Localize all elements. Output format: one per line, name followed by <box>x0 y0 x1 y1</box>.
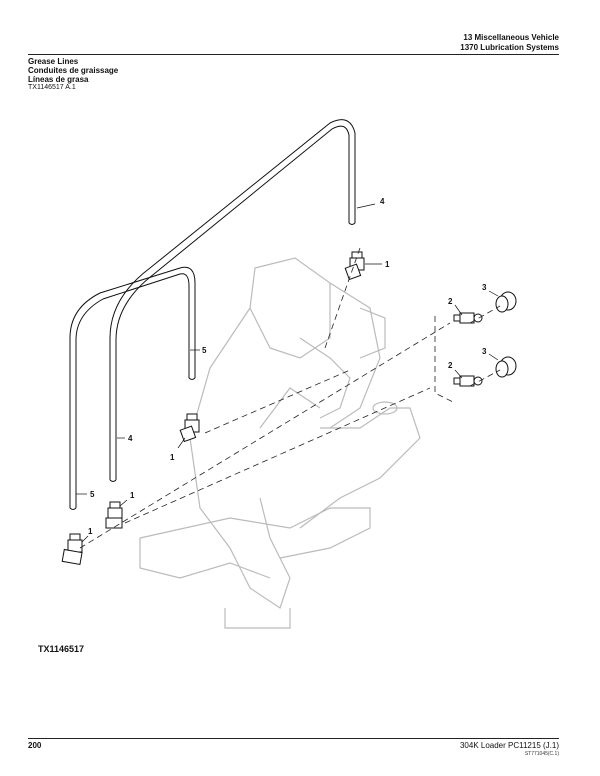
header-rule <box>28 54 559 55</box>
page-number: 200 <box>28 741 42 750</box>
callout-3-lower: 3 <box>482 347 487 356</box>
section-title: 13 Miscellaneous Vehicle <box>463 33 559 42</box>
callout-2-lower: 2 <box>448 361 453 370</box>
callout-1-lower: 1 <box>130 491 135 500</box>
footer-rule <box>28 738 559 739</box>
group-title: 1370 Lubrication Systems <box>460 43 559 52</box>
grease-line-5-short <box>69 266 196 508</box>
callout-1-upper: 1 <box>385 260 390 269</box>
grease-lines-illustration: 4 1 5 4 1 5 1 1 2 2 3 3 <box>61 119 517 629</box>
manual-info: 304K Loader PC11215 (J.1) <box>459 741 559 750</box>
figure-label: TX1146517 <box>38 644 85 654</box>
fitting-icons <box>61 251 365 566</box>
document-code: ST771045(C.1) <box>524 751 559 757</box>
grease-zerk-icons <box>453 312 483 387</box>
grease-line-4-long <box>109 119 356 478</box>
figure-reference: TX1146517 A.1 <box>28 84 76 91</box>
title-spanish: Líneas de grasa <box>28 75 89 84</box>
callout-1-bottom: 1 <box>88 527 93 536</box>
callout-4-upper: 4 <box>380 197 385 206</box>
part-titles: Grease Lines Conduites de graissage Líne… <box>28 57 118 84</box>
title-french: Conduites de graissage <box>28 66 119 75</box>
alignment-lines <box>79 247 501 549</box>
callout-4-lower: 4 <box>128 434 133 443</box>
callout-leaders <box>76 203 499 543</box>
cap-icons <box>495 291 517 378</box>
grease-line-4-lower <box>69 478 117 510</box>
title-english: Grease Lines <box>28 57 79 66</box>
callout-5-lower: 5 <box>90 490 95 499</box>
loader-frame-ghost <box>139 257 421 629</box>
callout-2-upper: 2 <box>448 297 453 306</box>
callout-1-middle: 1 <box>170 453 175 462</box>
section-header: 13 Miscellaneous Vehicle 1370 Lubricatio… <box>460 33 559 53</box>
callout-3-upper: 3 <box>482 283 487 292</box>
callout-5-upper: 5 <box>202 346 207 355</box>
